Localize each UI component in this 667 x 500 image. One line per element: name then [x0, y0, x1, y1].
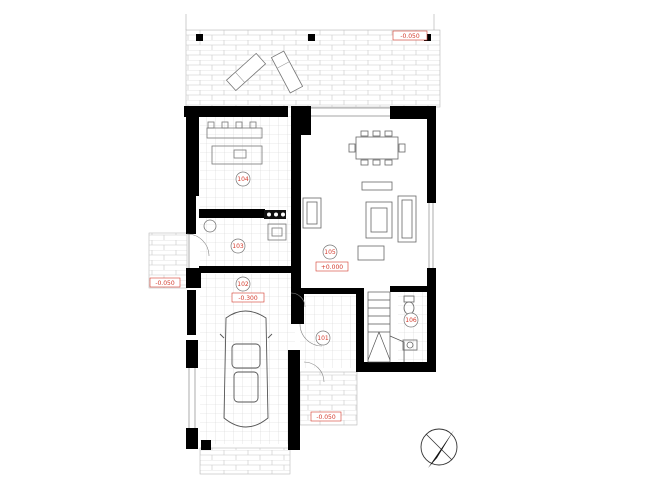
room-101-label: 101: [317, 335, 329, 342]
door-swings: [186, 233, 325, 383]
sideboard: [361, 181, 393, 191]
room-105-label: 105: [324, 249, 336, 256]
living-level: +0.000: [321, 264, 343, 271]
level-tag-boxes: [149, 30, 428, 422]
terrace: [185, 14, 441, 108]
windows: [188, 107, 434, 428]
side-entry-level: -0.050: [155, 280, 175, 287]
sofa-icon: [357, 195, 417, 261]
front-entry-level: -0.050: [316, 414, 336, 421]
coffee-table: [365, 201, 393, 239]
room-104-label: 104: [237, 176, 249, 183]
room-103-label: 103: [232, 243, 244, 250]
room-106-label: 106: [405, 317, 417, 324]
utility-fixtures: [203, 219, 287, 241]
kitchen-furniture: [206, 121, 263, 165]
room-102-label: 102: [237, 281, 249, 288]
staircase: [367, 291, 405, 363]
terrace-level: -0.050: [400, 33, 420, 40]
garage-level: -0.300: [238, 295, 258, 302]
armchair-icon: [302, 197, 322, 229]
driveway-paving: [199, 447, 291, 475]
stove-icon: [264, 210, 286, 219]
room-markers: [230, 171, 419, 346]
dining-table-icon: [348, 130, 406, 166]
car-icon: [219, 310, 273, 428]
sun-lounger-icon: [225, 50, 304, 94]
north-arrow-icon: [420, 428, 458, 468]
walls: [184, 106, 436, 450]
